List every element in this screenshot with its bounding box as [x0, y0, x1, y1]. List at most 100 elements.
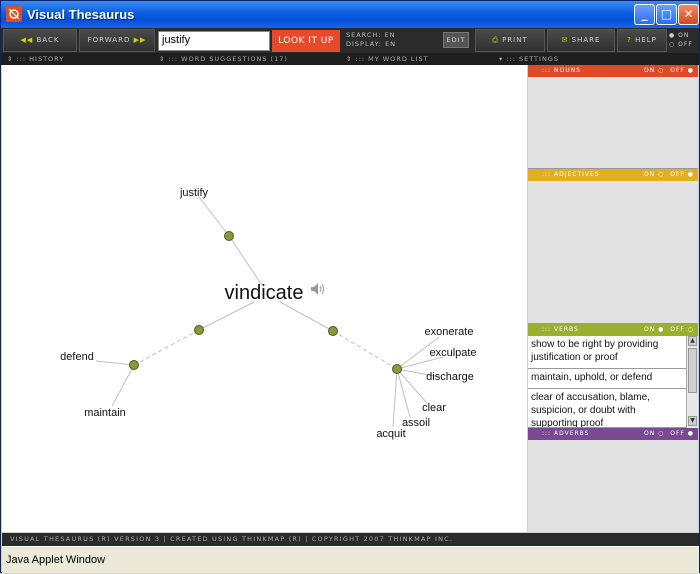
app-icon: [6, 6, 22, 22]
definitions-panel: ::: NOUNS ON ○ OFF ● ::: ADJECTIVES ON ○…: [528, 65, 698, 532]
help-button[interactable]: ? HELP: [617, 29, 667, 52]
look-it-up-button[interactable]: LOOK IT UP: [272, 30, 340, 52]
edge-center-defend-node: [198, 301, 255, 331]
share-button[interactable]: ✉ SHARE: [547, 29, 615, 52]
tab-history[interactable]: ⇕ ::: HISTORY: [7, 55, 65, 63]
edge-acquit: [392, 368, 398, 428]
meaning-node-clear-link[interactable]: [328, 326, 338, 336]
word-assoil[interactable]: assoil: [402, 417, 430, 429]
verbs-off: OFF: [670, 326, 685, 333]
help-on-label: ON: [678, 32, 690, 39]
maximize-button[interactable]: □: [656, 4, 677, 25]
toolbar: ◀◀ BACK FORWARD ▶▶ justify LOOK IT UP SE…: [1, 28, 699, 53]
word-map-edges: [95, 196, 444, 428]
search-lang-value: EN: [384, 31, 396, 39]
forward-arrow-icon: ▶▶: [133, 36, 147, 44]
pronunciation-speaker-icon[interactable]: [311, 283, 324, 295]
word-maintain[interactable]: maintain: [84, 407, 126, 419]
word-defend[interactable]: defend: [60, 351, 94, 363]
print-label: PRINT: [502, 36, 528, 44]
print-icon: ⎙: [492, 36, 499, 44]
word-exculpate[interactable]: exculpate: [429, 347, 476, 359]
credits-footer: VISUAL THESAURUS (R) VERSION 3 | CREATED…: [2, 533, 699, 546]
search-input[interactable]: justify: [158, 31, 270, 51]
nouns-header[interactable]: ::: NOUNS ON ○ OFF ●: [528, 65, 698, 77]
edge-maintain: [111, 364, 135, 407]
nouns-off: OFF: [670, 67, 685, 74]
word-exonerate[interactable]: exonerate: [425, 326, 474, 338]
forward-label: FORWARD: [87, 36, 131, 44]
center-word[interactable]: vindicate: [225, 282, 304, 304]
edge-center-justify-node: [228, 235, 263, 286]
scroll-down-icon[interactable]: ▼: [688, 416, 697, 426]
help-icon: ?: [627, 36, 632, 44]
verbs-on: ON: [644, 326, 656, 333]
tab-word-suggestions-label: WORD SUGGESTIONS (17): [181, 55, 288, 63]
tab-bar: ⇕ ::: HISTORY ⇕ ::: WORD SUGGESTIONS (17…: [1, 53, 699, 65]
share-icon: ✉: [561, 36, 569, 44]
adverbs-body: [528, 440, 698, 532]
tab-settings-label: SETTINGS: [518, 55, 559, 63]
tab-word-suggestions[interactable]: ⇕ ::: WORD SUGGESTIONS (17): [159, 55, 288, 63]
edge-discharge: [396, 368, 441, 378]
adverbs-off: OFF: [670, 430, 685, 437]
display-lang-label: DISPLAY:: [346, 40, 382, 48]
adjectives-toggle[interactable]: ON ○ OFF ●: [644, 171, 694, 178]
edge-center-verb-node: [279, 301, 334, 332]
back-arrow-icon: ◀◀: [20, 36, 34, 44]
meaning-node-justify[interactable]: [224, 231, 234, 241]
language-settings[interactable]: SEARCH: EN DISPLAY: EN: [346, 31, 396, 49]
share-label: SHARE: [571, 36, 601, 44]
verbs-label: VERBS: [553, 326, 579, 333]
word-discharge[interactable]: discharge: [426, 371, 474, 383]
meaning-node-defend[interactable]: [194, 325, 204, 335]
edge-exonerate: [396, 336, 440, 370]
verbs-toggle[interactable]: ON ● OFF ○: [644, 326, 694, 333]
edge-exculpate: [396, 356, 444, 370]
meaning-node-clear[interactable]: [392, 364, 402, 374]
print-button[interactable]: ⎙ PRINT: [475, 29, 545, 52]
verb-definition[interactable]: clear of accusation, blame, suspicion, o…: [528, 389, 686, 428]
help-label: HELP: [635, 36, 657, 44]
verbs-scrollbar[interactable]: ▲ ▼: [686, 336, 698, 428]
nouns-label: NOUNS: [553, 67, 581, 74]
adjectives-off: OFF: [670, 171, 685, 178]
nouns-on: ON: [644, 67, 656, 74]
word-clear[interactable]: clear: [422, 402, 446, 414]
help-off-label: OFF: [678, 41, 693, 48]
search-lang-label: SEARCH:: [346, 31, 382, 39]
title-bar[interactable]: Visual Thesaurus _ □ ✕: [1, 1, 699, 28]
tab-settings[interactable]: ▾ ::: SETTINGS: [499, 55, 559, 63]
adjectives-label: ADJECTIVES: [553, 171, 600, 178]
word-justify[interactable]: justify: [179, 187, 209, 199]
help-toggle[interactable]: ● ON ○ OFF: [669, 32, 693, 48]
verb-definition[interactable]: maintain, uphold, or defend: [528, 369, 686, 389]
back-button[interactable]: ◀◀ BACK: [3, 29, 77, 52]
adverbs-toggle[interactable]: ON ○ OFF ●: [644, 430, 694, 437]
status-bar: Java Applet Window: [2, 546, 699, 573]
edit-button[interactable]: EDIT: [443, 32, 469, 48]
edge-clear: [396, 368, 428, 404]
adjectives-body: [528, 181, 698, 324]
nouns-toggle[interactable]: ON ○ OFF ●: [644, 67, 694, 74]
word-acquit[interactable]: acquit: [376, 428, 405, 440]
close-button[interactable]: ✕: [678, 4, 699, 25]
adverbs-on: ON: [644, 430, 656, 437]
scroll-up-icon[interactable]: ▲: [688, 336, 697, 346]
back-label: BACK: [36, 36, 60, 44]
verb-definition[interactable]: show to be right by providing justificat…: [528, 336, 686, 369]
adverbs-header[interactable]: ::: ADVERBS ON ○ OFF ●: [528, 428, 698, 440]
adverbs-label: ADVERBS: [553, 430, 590, 437]
word-map-canvas[interactable]: vindicate justify defend maintain exoner…: [2, 65, 527, 532]
verbs-header[interactable]: ::: VERBS ON ● OFF ○: [528, 324, 698, 336]
forward-button[interactable]: FORWARD ▶▶: [79, 29, 155, 52]
tab-my-word-list[interactable]: ⇕ ::: MY WORD LIST: [346, 55, 429, 63]
window-title: Visual Thesaurus: [27, 7, 135, 22]
edge-justify: [198, 196, 230, 237]
meaning-node-maintain[interactable]: [129, 360, 139, 370]
adjectives-header[interactable]: ::: ADJECTIVES ON ○ OFF ●: [528, 169, 698, 181]
edge-assoil: [396, 368, 411, 418]
scroll-thumb[interactable]: [688, 348, 697, 393]
minimize-button[interactable]: _: [634, 4, 655, 25]
